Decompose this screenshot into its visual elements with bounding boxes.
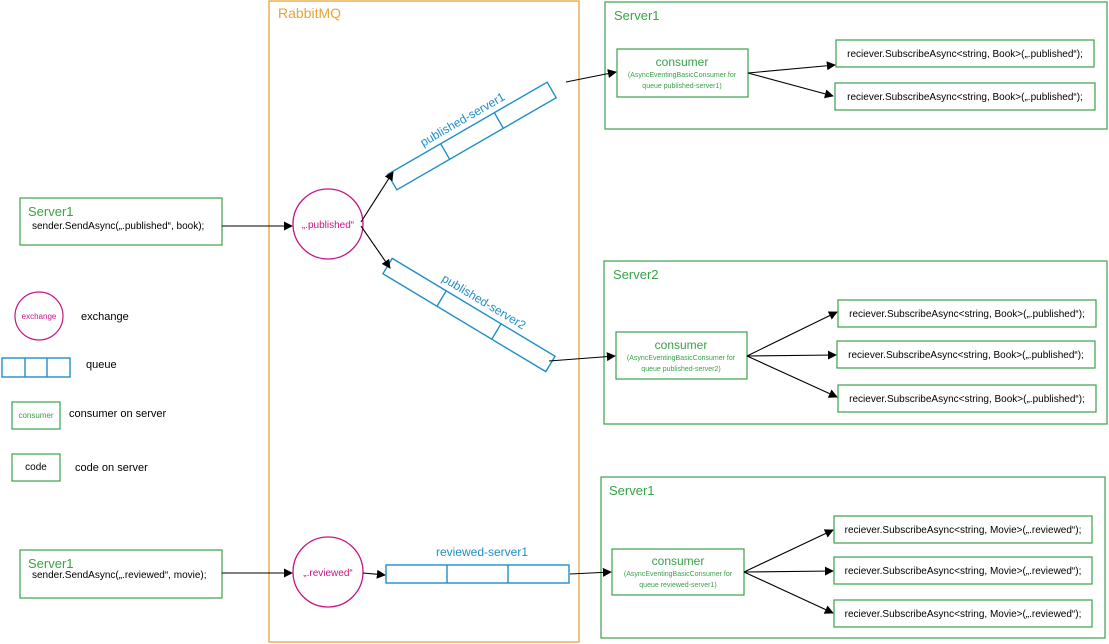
queue-reviewed-server1: reviewed-server1	[385, 545, 570, 584]
consumer-title: consumer	[652, 554, 705, 568]
legend-exchange-symbol-text: exchange	[22, 312, 57, 321]
arrow-queue-to-consumer-server1	[565, 69, 617, 83]
sender-server-label: Server1	[28, 556, 74, 571]
sender-box-published	[19, 197, 223, 246]
handler-box	[833, 515, 1093, 544]
handler-code: reciever.SubscribeAsync<string, Book>(„.…	[849, 394, 1085, 405]
handler-box	[833, 599, 1093, 628]
arrow-exchange-to-queue-published-server2	[360, 225, 391, 269]
handler-box	[836, 340, 1096, 369]
arrow-exchange-to-queue-reviewed-server1	[362, 569, 386, 579]
legend-consumer-label: consumer on server	[69, 408, 167, 420]
sender-server-label: Server1	[28, 204, 74, 219]
handler-code: reciever.SubscribeAsync<string, Book>(„.…	[847, 92, 1083, 103]
consumer-box	[611, 548, 745, 596]
exchange-published	[292, 188, 364, 260]
legend-exchange-symbol	[14, 291, 64, 341]
consumer-title: consumer	[656, 55, 709, 69]
legend-code-symbol	[11, 453, 61, 482]
legend-code-label: code on server	[75, 462, 148, 474]
server-title: Server2	[613, 267, 659, 282]
consumer-desc: queue reviewed-server1)	[639, 582, 716, 589]
exchange-label: „.reviewed“	[303, 568, 352, 579]
arrow-consumer-to-handler	[747, 72, 834, 99]
sender-code: sender.SendAsync(„.published“, book);	[32, 221, 204, 232]
handler-box	[833, 556, 1093, 585]
arrow-queue-to-consumer-server2	[548, 352, 616, 362]
handler-code: reciever.SubscribeAsync<string, Movie>(„…	[845, 566, 1082, 577]
arrow-consumer-to-handler	[743, 529, 834, 573]
arrow-consumer-to-handler	[746, 355, 838, 398]
arrow-consumer-to-handler	[747, 61, 836, 74]
consumer-title: consumer	[655, 338, 708, 352]
consumer-desc: (AsyncEventingBasicConsumer for	[627, 355, 736, 362]
consumer-box	[615, 331, 748, 380]
exchange-reviewed	[292, 536, 364, 608]
consumer-desc: (AsyncEventingBasicConsumer for	[624, 571, 733, 578]
legend-code-symbol-text: code	[25, 462, 47, 473]
arrow-consumer-to-handler	[746, 311, 838, 357]
consumer-desc: queue published-server1)	[642, 83, 721, 90]
consumer-box	[616, 48, 749, 98]
handler-code: reciever.SubscribeAsync<string, Book>(„.…	[848, 350, 1084, 361]
handler-code: reciever.SubscribeAsync<string, Book>(„.…	[847, 49, 1083, 60]
arrow-exchange-to-queue-published-server1	[360, 171, 394, 223]
consumer-desc: (AsyncEventingBasicConsumer for	[628, 72, 737, 79]
server-title: Server1	[609, 483, 655, 498]
server-title: Server1	[614, 8, 660, 23]
rabbitmq-title: RabbitMQ	[278, 5, 341, 21]
exchange-label: „.published“	[302, 220, 354, 231]
sender-box-reviewed	[19, 549, 223, 599]
handler-box	[837, 299, 1097, 328]
handler-box	[837, 384, 1097, 413]
handler-code: reciever.SubscribeAsync<string, Movie>(„…	[845, 525, 1082, 536]
arrow-consumer-to-handler	[743, 566, 834, 576]
handler-box	[834, 82, 1096, 111]
queue-label: reviewed-server1	[436, 545, 528, 559]
legend-queue-label: queue	[86, 359, 117, 371]
sender-code: sender.SendAsync(„.reviewed“, movie);	[32, 570, 207, 581]
legend-exchange-label: exchange	[81, 311, 129, 323]
queue-published-server2: published-server2	[381, 257, 557, 373]
queue-published-server1: published-server1	[386, 81, 558, 191]
legend: exchange exchange queue consumer consume…	[1, 291, 167, 482]
handler-code: reciever.SubscribeAsync<string, Book>(„.…	[849, 309, 1085, 320]
legend-queue-symbol	[1, 357, 71, 378]
flow-arrows	[222, 61, 838, 614]
consumer-desc: queue published-server2)	[641, 366, 720, 373]
arrow-consumer-to-handler	[743, 571, 834, 614]
rabbitmq-container	[268, 0, 580, 643]
handler-code: reciever.SubscribeAsync<string, Movie>(„…	[845, 609, 1082, 620]
legend-consumer-symbol	[11, 401, 61, 430]
arrow-consumer-to-handler	[746, 350, 837, 360]
arrow-queue-to-consumer-reviewed	[569, 567, 612, 577]
handler-box	[835, 39, 1095, 68]
legend-consumer-symbol-text: consumer	[18, 411, 53, 420]
